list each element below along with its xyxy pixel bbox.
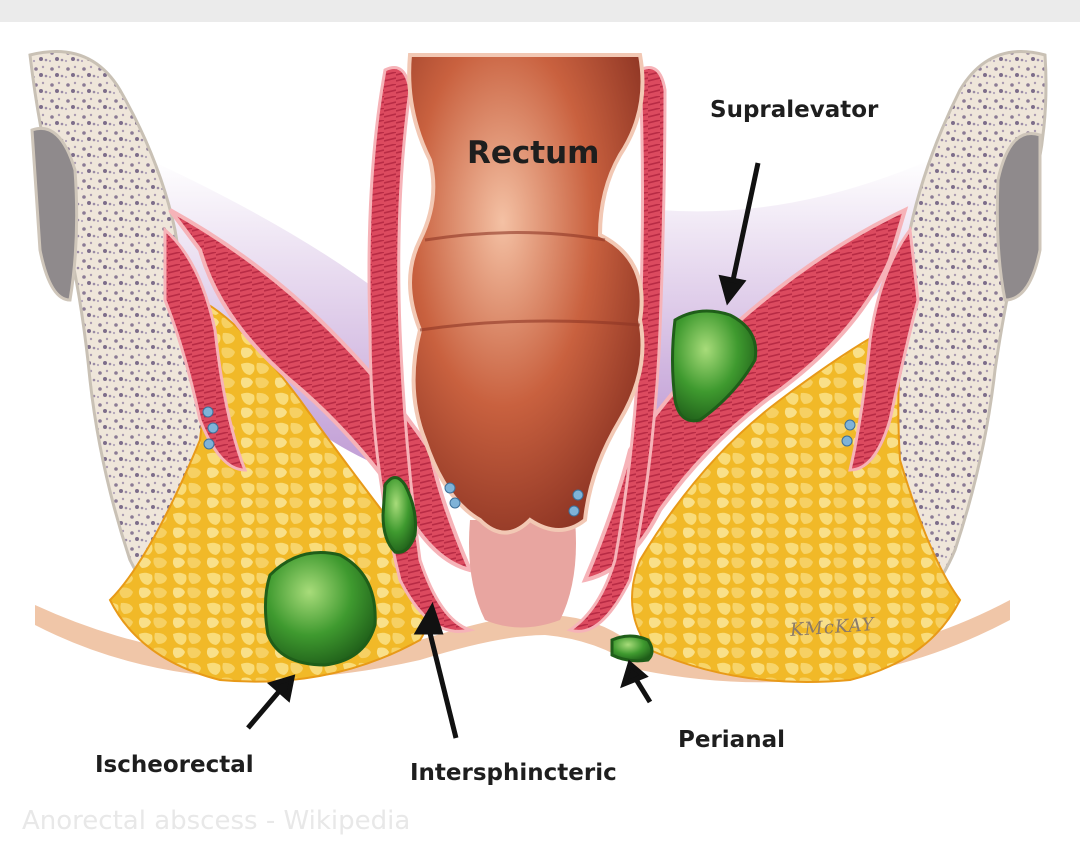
vessels-left [202, 406, 461, 509]
ischiorectal-abscess [263, 551, 377, 667]
label-intersphincteric: Intersphincteric [410, 760, 617, 786]
top-band [0, 0, 1080, 22]
anal-canal [469, 520, 576, 628]
right-levator-muscle [581, 206, 909, 583]
intersphincteric-abscess [381, 476, 417, 554]
supralevator-abscess [671, 309, 758, 423]
ischeorectal-arrow [246, 686, 284, 730]
label-rectum: Rectum [467, 135, 600, 171]
perianal-abscess [610, 634, 654, 663]
left-obturator-muscle [163, 226, 248, 472]
intersphincteric-arrow [425, 624, 459, 739]
label-ischeorectal: Ischeorectal [95, 752, 254, 778]
right-obturator-muscle [848, 226, 920, 472]
label-perianal: Perianal [678, 727, 785, 753]
rectal-fold [424, 231, 606, 242]
label-supralevator: Supralevator [710, 97, 879, 123]
rectum [407, 53, 645, 535]
right-bone-cavity [995, 132, 1042, 302]
vessels-right [568, 419, 856, 517]
source-caption: Anorectal abscess - Wikipedia [22, 806, 411, 836]
supralevator-arrow [729, 162, 761, 286]
left-bone-cavity [30, 127, 79, 302]
pointer-arrows [246, 162, 761, 739]
rectal-fold [419, 319, 641, 332]
